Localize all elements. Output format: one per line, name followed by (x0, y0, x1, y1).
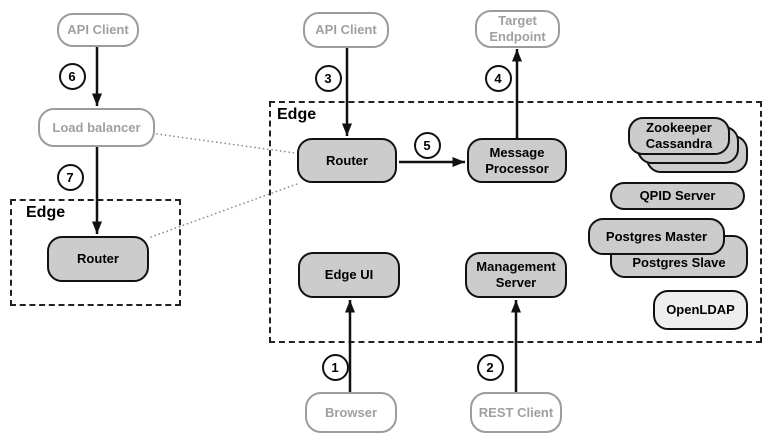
node-openldap: OpenLDAP (653, 290, 748, 330)
node-label: API Client (67, 22, 129, 37)
node-label: Postgres Master (605, 228, 708, 244)
node-label: Router (77, 251, 119, 266)
edge-group-main-label: Edge (277, 106, 317, 123)
node-label: Target Endpoint (489, 13, 546, 44)
node-zookeeper-cassandra: Zookeeper Cassandra (628, 117, 730, 155)
node-label: QPID Server (639, 188, 716, 203)
step-badge-2: 2 (476, 353, 504, 381)
step-badge-5: 5 (413, 131, 441, 159)
edge-group-secondary-label: Edge (26, 204, 66, 221)
step-badge-6: 6 (58, 62, 86, 90)
step-badge-4: 4 (484, 64, 512, 92)
node-api-client-left: API Client (57, 13, 139, 47)
node-management-server: Management Server (465, 252, 567, 298)
edge-group-secondary (10, 199, 181, 306)
node-label: Edge UI (324, 267, 374, 282)
node-label: API Client (315, 22, 377, 37)
node-qpid-server: QPID Server (610, 182, 745, 210)
node-label: Load balancer (52, 119, 141, 135)
step-badge-7: 7 (56, 163, 84, 191)
step-badge-3: 3 (314, 64, 342, 92)
node-label: Management Server (476, 259, 556, 290)
node-postgres-master: Postgres Master (588, 218, 725, 255)
node-browser: Browser (305, 392, 397, 433)
node-label: Zookeeper Cassandra (645, 120, 713, 151)
node-rest-client: REST Client (470, 392, 562, 433)
node-target-endpoint: Target Endpoint (475, 10, 560, 48)
node-label: Message Processor (485, 144, 549, 176)
node-load-balancer: Load balancer (38, 108, 155, 147)
node-message-processor: Message Processor (467, 138, 567, 183)
node-label: Router (326, 152, 368, 168)
node-label: Postgres Slave (632, 255, 726, 270)
node-label: REST Client (478, 404, 554, 420)
node-label: Browser (324, 404, 378, 420)
node-api-client-top: API Client (303, 12, 389, 48)
node-edge-ui: Edge UI (298, 252, 400, 298)
node-router-secondary: Router (47, 236, 149, 282)
node-router-main: Router (297, 138, 397, 183)
node-label: OpenLDAP (666, 302, 735, 317)
step-badge-1: 1 (321, 353, 349, 381)
